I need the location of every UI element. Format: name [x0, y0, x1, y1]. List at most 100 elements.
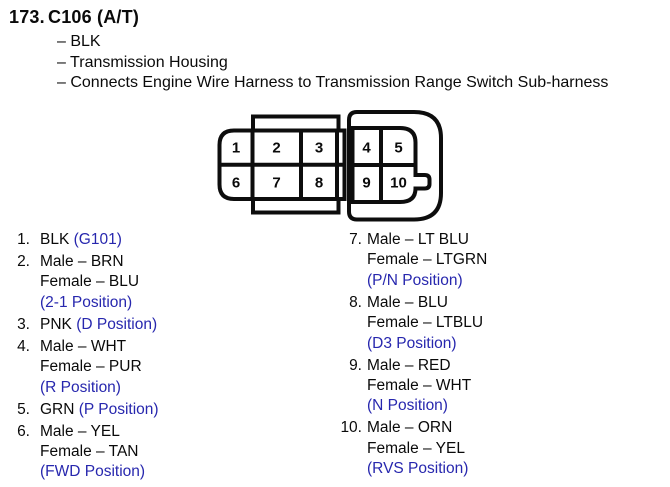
position-label: (FWD Position)	[40, 463, 146, 481]
pin-item-line: PNK (D Position)	[40, 315, 157, 335]
bullet-line-function: – Connects Engine Wire Harness to Transm…	[57, 74, 609, 91]
wire-color-label: Female – PUR	[40, 358, 142, 376]
pin-list-item: 4. Male – WHT Female – PUR (R Position)	[8, 337, 159, 398]
wire-color-label: Male – WHT	[40, 337, 127, 355]
pin-label-7: 7	[272, 175, 280, 192]
position-label: (P/N Position)	[367, 271, 463, 289]
pin-list-item: 6. Male – YEL Female – TAN (FWD Position)	[8, 422, 159, 483]
position-label: (D3 Position)	[367, 334, 457, 352]
pin-item-lines: PNK (D Position)	[40, 315, 157, 335]
pin-item-number: 8.	[349, 293, 362, 311]
wire-color-label: Male – YEL	[40, 422, 120, 440]
pin-label-2: 2	[272, 140, 280, 157]
pin-item-line: Female – WHT	[367, 376, 471, 396]
wire-color-label: Female – YEL	[367, 439, 465, 457]
pin-item-line: (2-1 Position)	[40, 293, 139, 313]
connector-description: – BLK – Transmission Housing – Connects …	[57, 32, 608, 94]
pin-list-left: 1. BLK (G101) 2. Male – BRN Female – BLU (2-1…	[8, 230, 159, 484]
pin-item-line: Female – BLU	[40, 272, 139, 292]
pin-label-5: 5	[394, 140, 402, 157]
pin-item-line: (RVS Position)	[367, 459, 468, 479]
position-label: (P Position)	[78, 400, 159, 418]
pin-item-lines: Male – RED Female – WHT (N Position)	[367, 356, 471, 417]
pin-item-line: GRN (P Position)	[40, 400, 159, 420]
bullet-line-location: – Transmission Housing	[57, 53, 228, 71]
wire-color-label: Male – ORN	[367, 419, 453, 437]
pin-item-line: Male – YEL	[40, 422, 145, 442]
pin-list-item: 2. Male – BRN Female – BLU (2-1 Position)	[8, 252, 159, 313]
pin-label-9: 9	[362, 175, 370, 192]
wire-color-label: Female – LTBLU	[367, 314, 484, 332]
position-label: (2-1 Position)	[40, 293, 133, 311]
position-label: (RVS Position)	[367, 460, 469, 478]
wire-color-label: PNK	[40, 315, 77, 333]
position-label: (R Position)	[40, 378, 121, 396]
pin-item-line: Male – BLU	[367, 293, 483, 313]
pin-list-item: 10. Male – ORN Female – YEL (RVS Position)	[336, 418, 487, 479]
wire-color-label: Male – RED	[367, 356, 451, 374]
wire-color-label: Female – TAN	[40, 443, 139, 461]
connector-index-number: 173.	[9, 7, 45, 27]
pin-item-lines: Male – BRN Female – BLU (2-1 Position)	[40, 252, 139, 313]
pin-list-item: 5. GRN (P Position)	[8, 400, 159, 420]
pin-item-line: (P/N Position)	[367, 271, 487, 291]
pin-item-line: Male – LT BLU	[367, 230, 487, 250]
pin-item-number: 10.	[340, 419, 362, 437]
connector-name: C106 (A/T)	[48, 7, 140, 27]
wire-color-label: Male – BRN	[40, 253, 124, 270]
pin-item-lines: Male – WHT Female – PUR (R Position)	[40, 337, 142, 398]
pin-label-4: 4	[362, 140, 371, 157]
pin-item-number: 7.	[349, 231, 362, 248]
pin-item-lines: Male – YEL Female – TAN (FWD Position)	[40, 422, 145, 483]
pin-item-line: Female – TAN	[40, 442, 145, 462]
pin-item-line: (R Position)	[40, 378, 142, 398]
wire-color-label: BLK	[40, 231, 74, 248]
wire-color-label: Female – BLU	[40, 273, 140, 291]
pin-item-lines: Male – BLU Female – LTBLU (D3 Position)	[367, 293, 483, 354]
position-label: (N Position)	[367, 397, 448, 415]
pin-label-8: 8	[315, 175, 323, 192]
pin-item-line: Female – LTBLU	[367, 313, 483, 333]
connector-pinout-diagram: 1 2 3 4 5 6 7 8 9 10	[217, 110, 443, 222]
pin-label-1: 1	[232, 140, 240, 157]
pin-item-line: Male – BRN	[40, 252, 139, 272]
pin-item-line: BLK (G101)	[40, 230, 122, 250]
bullet-line-color: – BLK	[57, 33, 101, 50]
pin-item-number: 4.	[17, 337, 30, 355]
pin-item-number: 6.	[17, 422, 30, 440]
wire-color-label: Female – LTGRN	[367, 251, 488, 269]
pin-item-number: 9.	[349, 356, 362, 374]
position-label: (G101)	[73, 231, 122, 248]
pin-item-number: 2.	[17, 253, 30, 270]
pin-item-line: Male – ORN	[367, 418, 468, 438]
pin-item-line: (FWD Position)	[40, 462, 145, 482]
pin-item-line: (D3 Position)	[367, 334, 483, 354]
pin-item-lines: Male – ORN Female – YEL (RVS Position)	[367, 418, 468, 479]
pin-label-6: 6	[232, 175, 240, 192]
pin-item-number: 1.	[17, 231, 30, 248]
pin-item-lines: BLK (G101)	[40, 230, 122, 250]
pin-list-item: 8. Male – BLU Female – LTBLU (D3 Position)	[336, 293, 487, 354]
pin-list-item: 1. BLK (G101)	[8, 230, 159, 250]
pin-item-line: Female – PUR	[40, 357, 142, 377]
pin-item-number: 5.	[17, 400, 30, 418]
pin-list-item: 9. Male – RED Female – WHT (N Position)	[336, 356, 487, 417]
wire-color-label: GRN	[40, 400, 79, 418]
pin-item-line: (N Position)	[367, 396, 471, 416]
pin-item-line: Female – LTGRN	[367, 250, 487, 270]
page-title: 173. C106 (A/T)	[9, 7, 139, 28]
pin-item-line: Male – RED	[367, 356, 471, 376]
pin-label-3: 3	[315, 140, 323, 157]
position-label: (D Position)	[76, 315, 158, 333]
pin-item-number: 3.	[17, 315, 30, 333]
wire-color-label: Female – WHT	[367, 377, 472, 395]
pin-label-10: 10	[390, 175, 407, 192]
pin-list-item: 3. PNK (D Position)	[8, 315, 159, 335]
wire-color-label: Male – BLU	[367, 293, 448, 311]
pin-item-lines: GRN (P Position)	[40, 400, 159, 420]
pin-item-line: Male – WHT	[40, 337, 142, 357]
